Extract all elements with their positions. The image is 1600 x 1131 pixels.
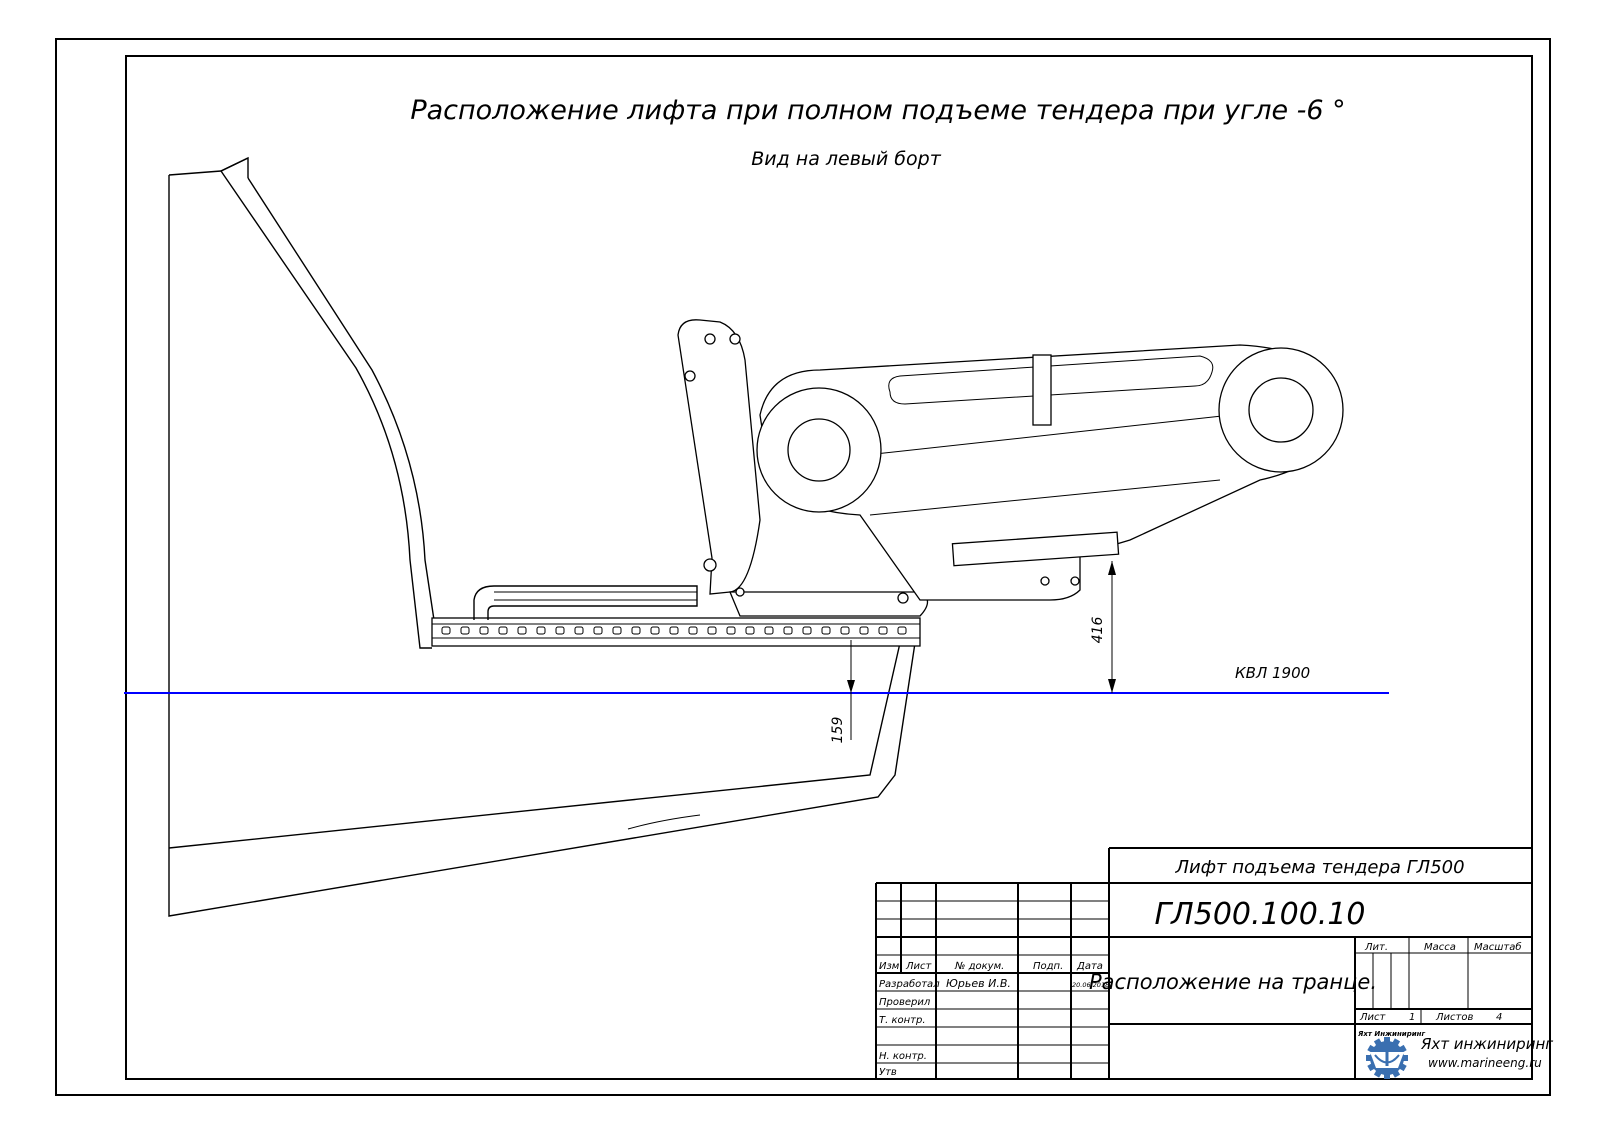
document-name: Расположение на транце. — [1089, 970, 1377, 994]
gear-tooth — [1384, 1073, 1390, 1079]
platform-slot — [612, 626, 622, 635]
platform-slot — [897, 626, 907, 635]
gear-tooth — [1391, 1069, 1401, 1078]
svg-text:Проверил: Проверил — [879, 997, 931, 1008]
platform-slot — [574, 626, 584, 635]
platform-slot — [479, 626, 489, 635]
waterline-label: КВЛ 1900 — [1235, 664, 1310, 682]
svg-text:Разработал: Разработал — [879, 978, 940, 990]
platform-slot — [593, 626, 603, 635]
platform-slot — [745, 626, 755, 635]
gear-tooth — [1398, 1044, 1407, 1054]
tender-body — [756, 344, 1344, 601]
gear-tooth — [1402, 1055, 1408, 1061]
gear-tooth — [1373, 1069, 1383, 1078]
svg-text:20.06.2018: 20.06.2018 — [1072, 981, 1109, 989]
platform-slot — [650, 626, 660, 635]
platform-slot — [517, 626, 527, 635]
svg-text:Лист: Лист — [1359, 1012, 1387, 1023]
title-block-grid — [876, 883, 1532, 1079]
gear-tooth — [1373, 1038, 1383, 1047]
title-block-text: Лифт подъема тендера ГЛ500 ГЛ500.100.10 … — [879, 857, 1553, 1078]
platform-slot — [707, 626, 717, 635]
gear-tooth — [1367, 1062, 1376, 1072]
company-logo: Яхт Инжиниринг — [1357, 1030, 1425, 1079]
outer-frame — [55, 38, 1551, 1096]
svg-text:Лист: Лист — [905, 961, 933, 972]
gear-tooth — [1366, 1055, 1372, 1061]
platform-slot — [460, 626, 470, 635]
platform-slot — [859, 626, 869, 635]
lift-arm-vertical — [677, 319, 929, 617]
svg-text:Дата: Дата — [1076, 961, 1103, 972]
transom-outline — [168, 156, 916, 917]
lift-platform — [431, 585, 921, 647]
platform-slot — [498, 626, 508, 635]
gear-tooth — [1367, 1044, 1376, 1054]
svg-text:Подп.: Подп. — [1033, 961, 1063, 972]
platform-slot — [802, 626, 812, 635]
svg-text:Яхт Инжиниринг: Яхт Инжиниринг — [1357, 1030, 1425, 1038]
svg-text:159: 159 — [830, 717, 846, 744]
svg-text:Масса: Масса — [1424, 942, 1456, 953]
platform-slot — [726, 626, 736, 635]
dimension-159: 159 — [830, 640, 855, 743]
dimension-416: 416 — [1090, 561, 1116, 693]
svg-text:Изм: Изм — [879, 961, 900, 972]
platform-slot — [688, 626, 698, 635]
platform-slot — [764, 626, 774, 635]
title-block — [875, 847, 1532, 1079]
platform-slot — [555, 626, 565, 635]
svg-text:Т. контр.: Т. контр. — [879, 1015, 926, 1026]
platform-slot — [783, 626, 793, 635]
svg-text:Лит.: Лит. — [1364, 942, 1388, 953]
platform-slot — [441, 626, 451, 635]
company-name: Яхт инжиниринг — [1420, 1035, 1553, 1053]
drawing-title: Расположение лифта при полном подъеме те… — [410, 95, 1345, 126]
svg-text:416: 416 — [1090, 617, 1106, 644]
company-site: www.marineeng.ru — [1428, 1056, 1542, 1070]
svg-text:1: 1 — [1409, 1012, 1415, 1023]
svg-text:Юрьев И.В.: Юрьев И.В. — [946, 977, 1011, 990]
platform-slot — [631, 626, 641, 635]
drawing-subtitle: Вид на левый борт — [751, 148, 941, 170]
svg-text:Н. контр.: Н. контр. — [879, 1051, 927, 1062]
svg-text:4: 4 — [1496, 1012, 1502, 1023]
platform-slot — [840, 626, 850, 635]
platform-slot — [821, 626, 831, 635]
svg-text:Листов: Листов — [1435, 1012, 1473, 1023]
product-name: Лифт подъема тендера ГЛ500 — [1174, 857, 1464, 878]
gear-tooth — [1391, 1038, 1401, 1047]
platform-slot — [536, 626, 546, 635]
gear-tooth — [1398, 1062, 1407, 1072]
svg-text:Масштаб: Масштаб — [1474, 941, 1522, 953]
inner-frame — [125, 55, 1533, 1080]
svg-text:Утв: Утв — [879, 1067, 897, 1078]
platform-slot — [878, 626, 888, 635]
designation: ГЛ500.100.10 — [1154, 897, 1365, 932]
platform-slot — [669, 626, 679, 635]
svg-text:№ докум.: № докум. — [954, 961, 1004, 972]
